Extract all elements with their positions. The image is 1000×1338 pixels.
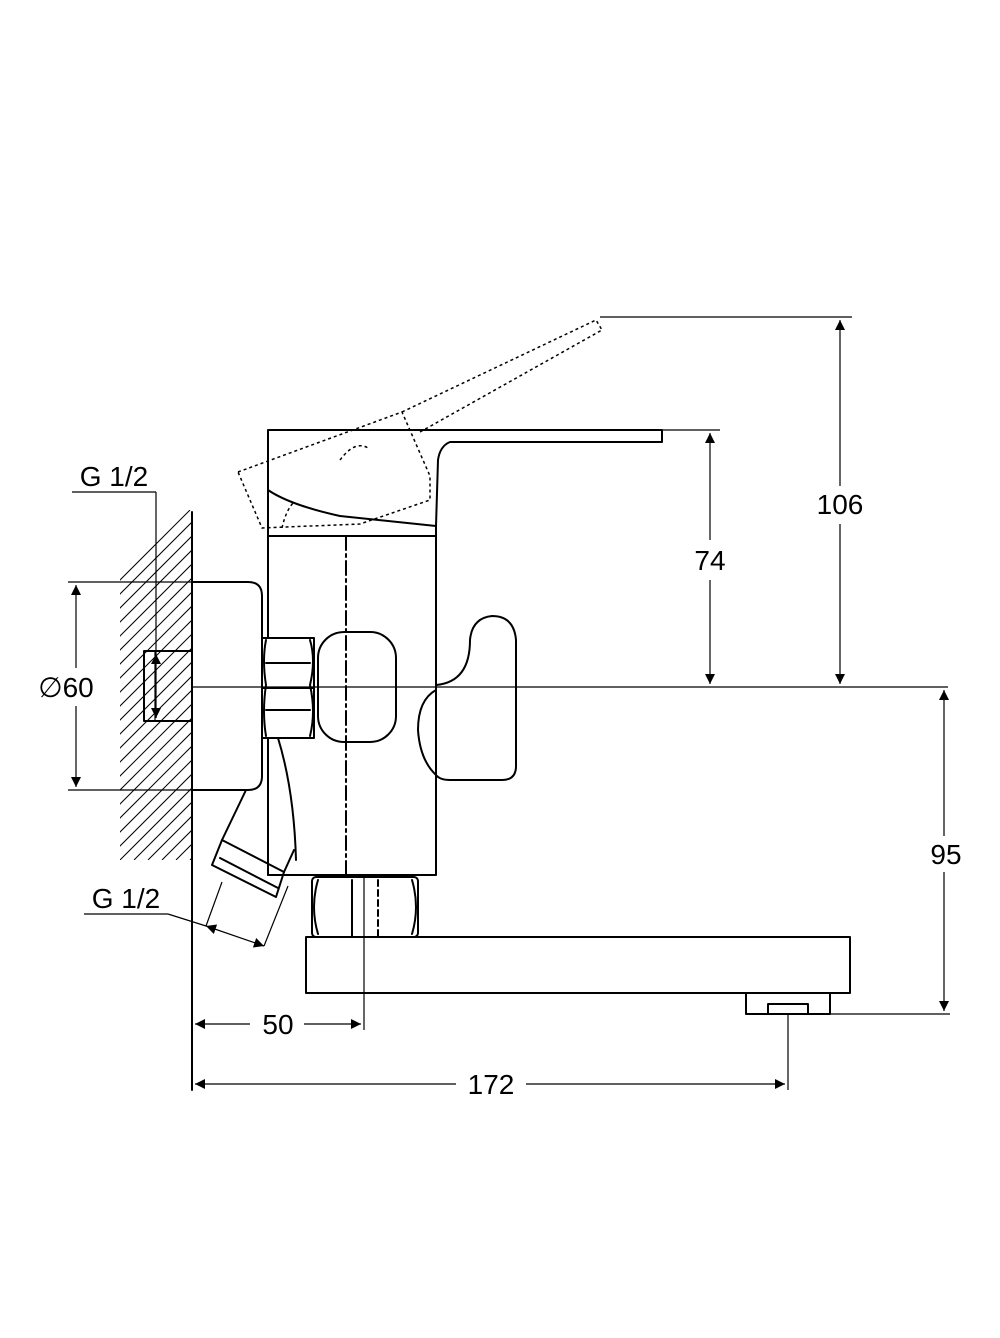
wall-hatch-line <box>147 815 192 860</box>
spout-connector <box>311 876 419 938</box>
dim-95-label: 95 <box>930 839 961 870</box>
wall-hatch-line <box>302 510 652 860</box>
wall-hatch-line <box>120 510 191 581</box>
wall-hatch-line <box>120 787 192 860</box>
inlet-thread-label: G 1/2 <box>80 461 148 492</box>
wall-hatch-line <box>120 521 192 595</box>
dim-74: 74 <box>662 429 726 684</box>
wall-hatch-line <box>484 510 834 860</box>
spout <box>305 936 851 1015</box>
wall-hatch-line <box>161 829 192 860</box>
wall-hatch-line <box>120 731 192 805</box>
wall-hatch-line <box>204 510 554 860</box>
wall <box>120 510 862 1091</box>
hex-nut <box>261 637 315 739</box>
wall-hatch-line <box>288 510 638 860</box>
wall-hatch-line <box>120 759 192 833</box>
wall-hatch-line <box>120 675 192 749</box>
wall-hatch-line <box>120 661 192 735</box>
wall-flange <box>143 581 263 791</box>
dim-95: 95 <box>830 690 962 1015</box>
wall-hatch-line <box>442 510 792 860</box>
wall-hatch-line <box>120 773 192 847</box>
wall-hatch-line <box>512 510 862 860</box>
wall-hatch-line <box>175 843 192 860</box>
dim-172: 172 <box>195 1014 789 1100</box>
wall-hatch-line <box>120 563 192 637</box>
wall-hatch-line <box>120 619 192 693</box>
dim-diameter-label: ∅60 <box>38 672 94 703</box>
inlet-thread-callout: G 1/2 <box>72 461 161 718</box>
wall-hatch-line <box>470 510 820 860</box>
wall-hatch-line <box>120 745 192 819</box>
wall-hatch-line <box>246 510 596 860</box>
dim-172-label: 172 <box>468 1069 515 1100</box>
wall-hatch-line <box>316 510 666 860</box>
dim-50-label: 50 <box>262 1009 293 1040</box>
wall-hatch-line <box>456 510 806 860</box>
wall-hatch-line <box>274 510 624 860</box>
dim-106-label: 106 <box>817 489 864 520</box>
dim-106: 106 <box>600 316 864 684</box>
wall-hatch-line <box>330 510 680 860</box>
lever-handle <box>267 429 663 537</box>
shower-outlet <box>211 789 295 898</box>
wall-hatch-line <box>358 510 708 860</box>
wall-hatch-line <box>232 510 582 860</box>
dim-diameter: ∅60 <box>38 581 192 791</box>
wall-hatch-line <box>498 510 848 860</box>
wall-hatch-line <box>189 857 192 860</box>
lever-handle-raised <box>236 319 604 529</box>
wall-hatch-line <box>120 717 192 791</box>
dim-74-label: 74 <box>694 545 725 576</box>
wall-hatch-line <box>120 633 192 707</box>
wall-hatch-line <box>120 549 192 623</box>
outlet-thread-label: G 1/2 <box>92 883 160 914</box>
wall-hatch-line <box>120 535 192 609</box>
outlet-thread-callout: G 1/2 <box>84 881 289 948</box>
dim-50: 50 <box>195 875 365 1040</box>
mixer-body <box>267 535 517 876</box>
wall-hatch-line <box>372 510 722 860</box>
